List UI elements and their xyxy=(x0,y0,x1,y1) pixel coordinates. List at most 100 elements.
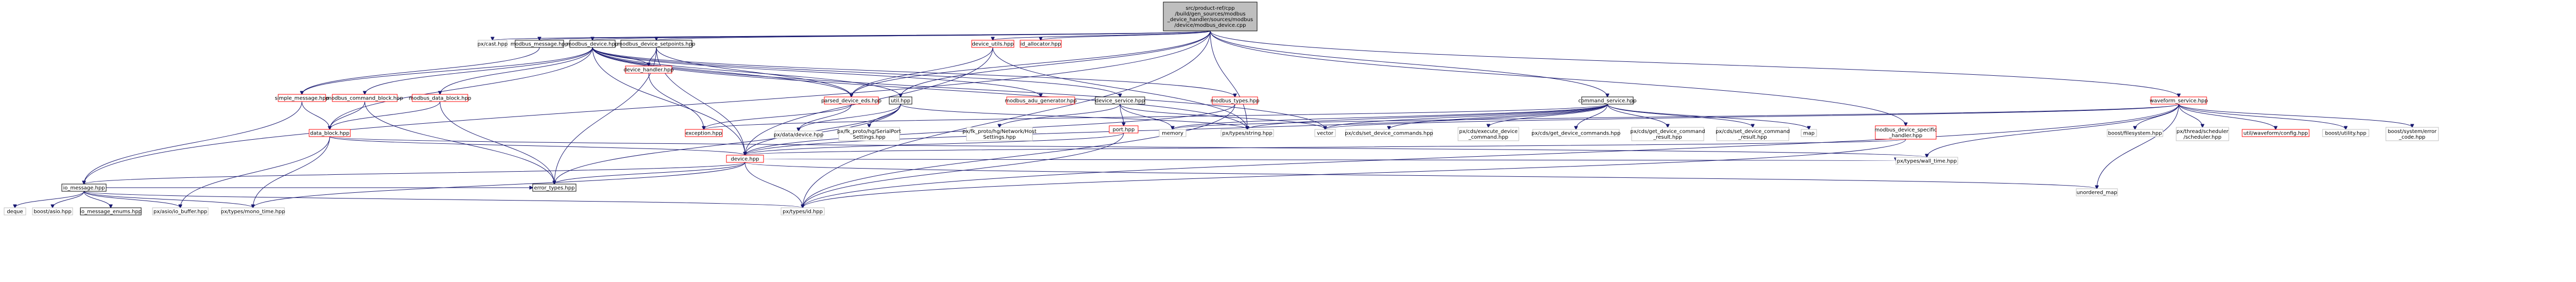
node-modbus-device[interactable]: modbus_device.hpp xyxy=(567,40,618,48)
node-waveform-service[interactable]: waveform_service.hpp xyxy=(2150,96,2208,105)
edge-device-to-pxtypeswalltime xyxy=(763,159,1896,161)
edge-device_utils-to-parsed_device_eds xyxy=(852,47,993,97)
node-label: data_block.hpp xyxy=(310,131,349,137)
node-pxtypesstring[interactable]: px/types/string.hpp xyxy=(1221,129,1274,137)
node-label: px/types/wall_time.hpp xyxy=(1897,159,1957,164)
node-label: device_handler.hpp xyxy=(623,68,673,73)
node-box xyxy=(966,127,1033,141)
node-box xyxy=(412,94,468,102)
node-vector[interactable]: vector xyxy=(1314,129,1336,137)
node-port[interactable]: port.hpp xyxy=(1109,125,1139,134)
node-error-types[interactable]: error_types.hpp xyxy=(532,184,577,192)
edge-root-to-io_message xyxy=(84,30,1211,184)
node-pxcds-get-device[interactable]: px/cds/get_device_commands.hpp xyxy=(1532,129,1621,137)
node-label: port.hpp xyxy=(1113,127,1135,133)
edge-waveform_service-to-pxthreadscheduler xyxy=(2178,104,2202,127)
node-util[interactable]: util.hpp xyxy=(889,96,912,105)
node-box xyxy=(685,129,723,137)
edge-modbus_device-to-vector xyxy=(592,47,1325,129)
node-simple-message[interactable]: simple_message.hpp xyxy=(275,94,329,102)
node-data-block[interactable]: data_block.hpp xyxy=(309,129,351,137)
edge-io_message-to-boostasio xyxy=(53,191,84,208)
node-modbus-adu-generator[interactable]: modbus_adu_generator.hpp xyxy=(1005,96,1077,105)
edge-modbus_device_specific-to-pxtypesid xyxy=(803,139,1906,208)
node-label: unordered_map xyxy=(2077,190,2117,196)
edge-modbus_data_block-to-data_block xyxy=(330,101,440,129)
node-boostfilesystem[interactable]: boost/filesystem.hpp xyxy=(2107,129,2163,137)
node-device-handler[interactable]: device_handler.hpp xyxy=(623,65,674,74)
edge-modbus_device-to-modbus_types xyxy=(592,47,1235,97)
node-box xyxy=(309,129,351,137)
node-pxthreadscheduler[interactable]: px/thread/scheduler/scheduler.hpp xyxy=(2176,127,2229,141)
node-box xyxy=(1006,96,1075,105)
edge-root-to-waveform_service xyxy=(1210,30,2179,97)
node-pxcds-get-command-result[interactable]: px/cds/get_device_command_result.hpp xyxy=(1630,127,1705,141)
node-box xyxy=(1314,129,1336,137)
edge-root-to-id_allocator xyxy=(1041,30,1211,40)
node-io-message[interactable]: io_message.hpp xyxy=(61,184,107,192)
node-modbus-device-setpoints[interactable]: modbus_device_setpoints.hpp xyxy=(617,40,696,48)
edge-data_block-to-pxasiobuffer xyxy=(180,136,330,208)
node-label: src/product-ref/cpp xyxy=(1185,6,1234,11)
edge-device_service-to-pxfk_network xyxy=(999,104,1121,127)
node-command-service[interactable]: command_service.hpp xyxy=(1579,96,1637,105)
edge-modbus_data_block-to-error_types xyxy=(439,101,554,184)
node-boostsystemerror[interactable]: boost/system/error_code.hpp xyxy=(2385,127,2439,141)
node-device-service[interactable]: device_service.hpp xyxy=(1095,96,1145,105)
node-deque[interactable]: deque xyxy=(4,207,26,215)
edge-command_service-to-pxcds_get_device xyxy=(1576,104,1608,129)
node-box xyxy=(80,207,142,215)
node-device-utils[interactable]: device_utils.hpp xyxy=(971,40,1014,48)
node-pxasiobuffer[interactable]: px/asio/io_buffer.hpp xyxy=(152,207,209,215)
node-pxcds-set-device[interactable]: px/cds/set_device_commands.hpp xyxy=(1345,129,1433,137)
edge-device_service-to-port xyxy=(1120,104,1124,126)
node-box xyxy=(2385,127,2439,141)
node-map[interactable]: map xyxy=(1801,129,1817,137)
node-label: waveform_service.hpp xyxy=(2150,98,2208,104)
node-label: px/cds/set_device_command xyxy=(1716,129,1790,135)
node-modbus-command-block[interactable]: modbus_command_block.hpp xyxy=(327,94,403,102)
node-box xyxy=(1801,129,1817,137)
node-label: modbus_device_specific xyxy=(1875,127,1937,133)
node-box xyxy=(2242,129,2310,137)
node-modbus-message[interactable]: modbus_message.hpp xyxy=(511,40,568,48)
node-pxdatadevice[interactable]: px/data/device.hpp xyxy=(774,130,824,139)
node-device[interactable]: device.hpp xyxy=(726,155,764,163)
edge-io_message-to-io_message_enums xyxy=(83,191,111,208)
node-box xyxy=(2322,129,2369,137)
node-modbus-types[interactable]: modbus_types.hpp xyxy=(1211,96,1260,105)
node-label: Settings.hpp xyxy=(853,135,885,140)
node-label: device_utils.hpp xyxy=(972,42,1013,47)
node-box xyxy=(2176,127,2229,141)
edge-io_message-to-pxasiobuffer xyxy=(83,191,180,208)
node-label: boost/asio.hpp xyxy=(33,209,71,215)
edge-device_utils-to-pxtypesstring xyxy=(992,47,1247,129)
edge-util-to-pxtypesstring xyxy=(900,104,1247,129)
edge-command_service-to-memory xyxy=(1173,104,1608,129)
node-unordered-map[interactable]: unordered_map xyxy=(2076,188,2118,196)
edge-device-to-error_types xyxy=(554,162,745,184)
node-label: modbus_types.hpp xyxy=(1211,98,1260,104)
node-pxtypesmonotime[interactable]: px/types/mono_time.hpp xyxy=(221,207,285,215)
node-modbus-device-specific[interactable]: modbus_device_specific_handler.hpp xyxy=(1875,125,1937,140)
node-pxcds-set-command-result[interactable]: px/cds/set_device_command_result.hpp xyxy=(1716,127,1790,141)
node-label: /scheduler.hpp xyxy=(2183,135,2222,140)
node-pxtypeswalltime[interactable]: px/types/wall_time.hpp xyxy=(1895,157,1958,165)
node-utilwaveform[interactable]: util/waveform/config.hpp xyxy=(2242,129,2310,137)
node-pxcast[interactable]: px/cast.hpp xyxy=(478,40,508,48)
node-pxcds-execute[interactable]: px/cds/execute_device_command.hpp xyxy=(1458,127,1519,141)
node-parsed-device-eds[interactable]: parsed_device_eds.hpp xyxy=(821,96,882,105)
node-memory[interactable]: memory xyxy=(1159,129,1187,137)
node-boostasio[interactable]: boost/asio.hpp xyxy=(32,207,73,215)
node-pxtypesid[interactable]: px/types/id.hpp xyxy=(781,207,825,215)
node-exception[interactable]: exception.hpp xyxy=(685,129,723,137)
node-io-message-enums[interactable]: io_message_enums.hpp xyxy=(80,207,142,215)
node-id-allocator[interactable]: id_allocator.hpp xyxy=(1020,40,1062,48)
edge-command_service-to-map xyxy=(1607,104,1809,129)
node-boostutility[interactable]: boost/utility.hpp xyxy=(2322,129,2369,137)
node-box xyxy=(1345,129,1433,137)
node-modbus-data-block[interactable]: modbus_data_block.hpp xyxy=(409,94,471,102)
node-box xyxy=(625,65,672,74)
